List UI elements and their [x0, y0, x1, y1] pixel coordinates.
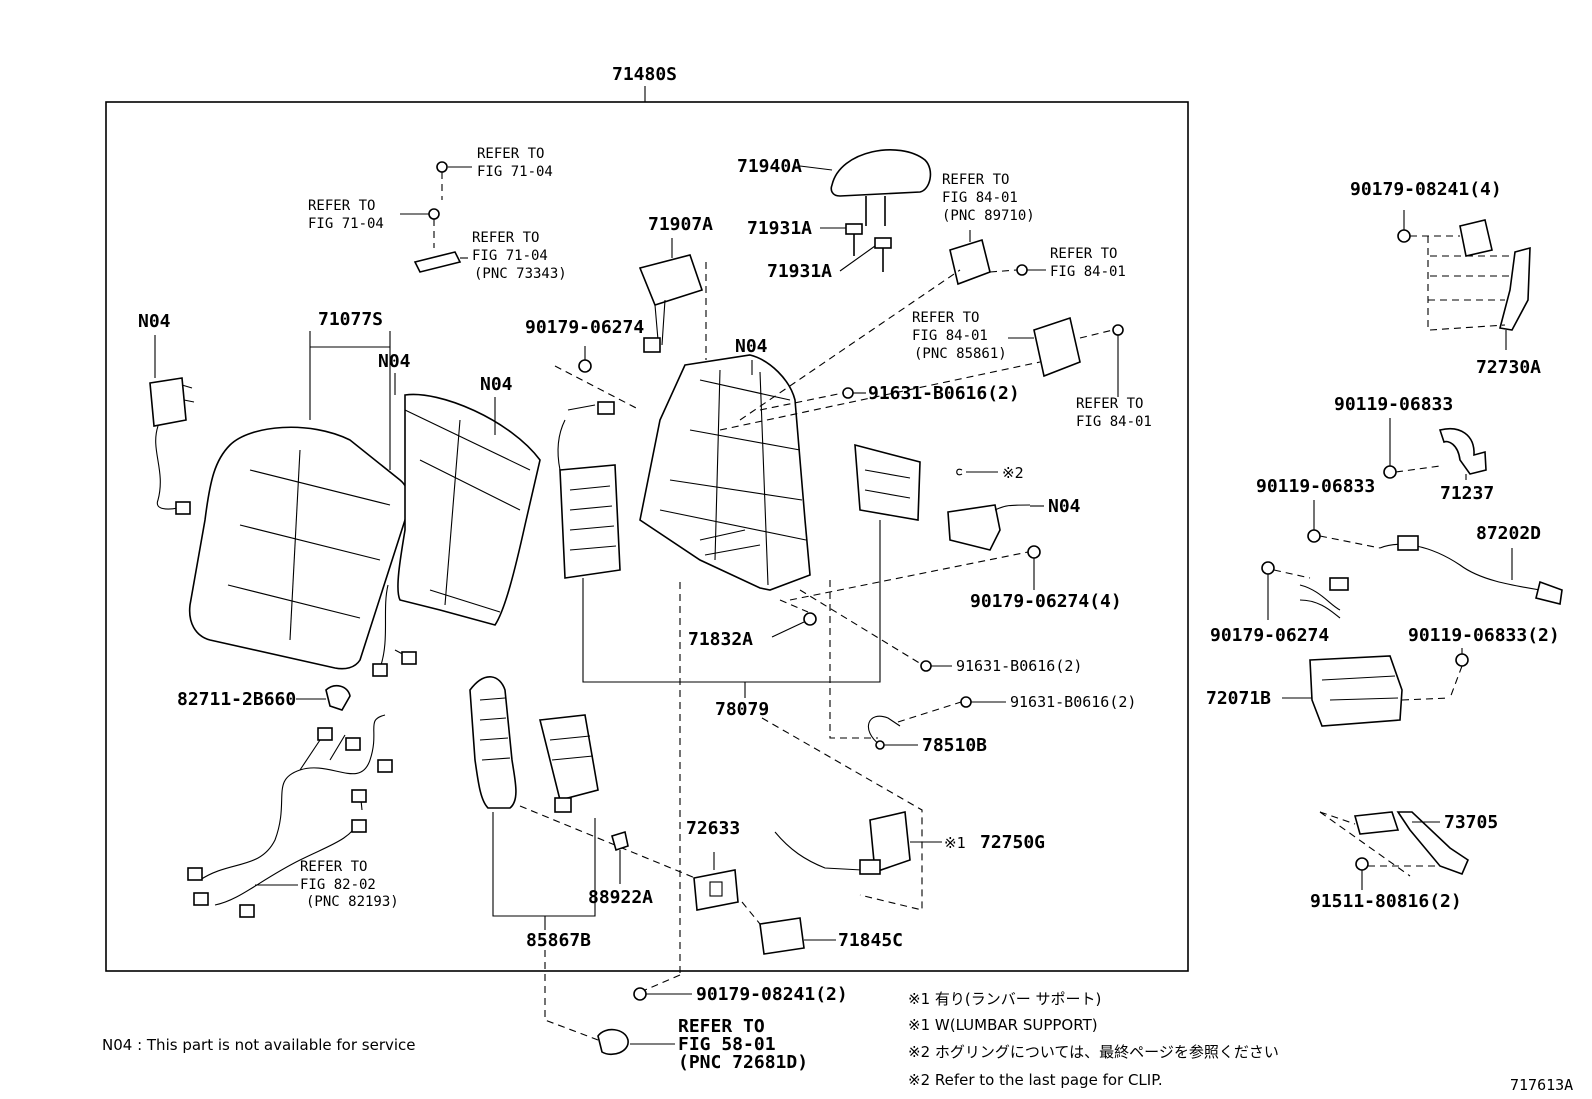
label-90119-06833-2: 90119-06833(2) — [1408, 625, 1560, 646]
label-71940A: 71940A — [737, 156, 802, 177]
label-82711-2B660: 82711-2B660 — [177, 689, 296, 710]
label-72730A: 72730A — [1476, 357, 1541, 378]
ecu-box-2 — [1033, 316, 1081, 378]
label-n04-3: N04 — [480, 374, 513, 395]
harness-85867B — [469, 676, 599, 813]
refer-84-01-c-fig: FIG 84-01 — [912, 328, 988, 344]
label-71845C: 71845C — [838, 930, 903, 951]
refer-84-01-a-pnc: (PNC 89710) — [942, 208, 1035, 224]
note-2-en: ※2 Refer to the last page for CLIP. — [908, 1071, 1163, 1089]
clip-mark-2: ※2 — [1002, 464, 1024, 482]
label-88922A: 88922A — [588, 887, 653, 908]
refer-58-01-head: REFER TO — [678, 1016, 765, 1037]
refer-84-01-a-fig: FIG 84-01 — [942, 190, 1018, 206]
label-90179-06274-4: 90179-06274(4) — [970, 591, 1122, 612]
lumbar-motor-72750G — [774, 811, 911, 875]
refer-82-02-head: REFER TO — [300, 859, 367, 875]
refer-71-04-b-fig: FIG 71-04 — [308, 216, 384, 232]
label-90179-06274-a: 90179-06274 — [525, 317, 644, 338]
refer-84-01-a-head: REFER TO — [942, 172, 1009, 188]
lock-71907A — [638, 254, 704, 353]
spring-assembly-right — [854, 443, 921, 521]
unit-72071B — [1309, 655, 1403, 727]
refer-71-04-c-head: REFER TO — [472, 230, 539, 246]
cable-78510B — [867, 715, 901, 750]
label-72633: 72633 — [686, 818, 740, 839]
module-n04-left — [149, 377, 195, 515]
label-91631-B0616-1: 91631-B0616(2) — [868, 383, 1020, 404]
note-n04-service: N04 : This part is not available for ser… — [102, 1036, 416, 1054]
label-91511-80816-2: 91511-80816(2) — [1310, 891, 1462, 912]
label-71480S: 71480S — [612, 64, 677, 85]
bracket-72730A — [1459, 219, 1531, 331]
label-71931A-1: 71931A — [747, 218, 812, 239]
refer-82-02-fig: FIG 82-02 — [300, 877, 376, 893]
label-85867B: 85867B — [526, 930, 591, 951]
ecu-box-1 — [949, 238, 991, 286]
refer-58-01-pnc: (PNC 72681D) — [678, 1052, 808, 1073]
refer-84-01-d-fig: FIG 84-01 — [1076, 414, 1152, 430]
refer-71-04-a-fig: FIG 71-04 — [477, 164, 553, 180]
seat-back-frame — [639, 354, 811, 591]
cable-87202D — [1379, 535, 1563, 605]
guide-71931A-1 — [845, 223, 863, 256]
label-n04-2: N04 — [378, 351, 411, 372]
spring-assembly-left — [557, 401, 621, 579]
part-71845C — [759, 917, 805, 955]
refer-71-04-b-head: REFER TO — [308, 198, 375, 214]
refer-84-01-b-head: REFER TO — [1050, 246, 1117, 262]
label-72750G: 72750G — [980, 832, 1045, 853]
seat-back-pad — [397, 393, 541, 626]
figure-code: 717613A — [1510, 1076, 1573, 1094]
label-90119-06833-b: 90119-06833 — [1256, 476, 1375, 497]
label-71931A-2: 71931A — [767, 261, 832, 282]
refer-84-01-d-head: REFER TO — [1076, 396, 1143, 412]
refer-84-01-c-head: REFER TO — [912, 310, 979, 326]
part-72633 — [693, 869, 739, 911]
refer-58-01-fig: FIG 58-01 — [678, 1034, 776, 1055]
refer-71-04-a-head: REFER TO — [477, 146, 544, 162]
motor-mark-1: ※1 — [944, 834, 966, 852]
part-82711-2B660 — [325, 684, 351, 711]
wire-harness — [187, 714, 393, 918]
headrest-71940A — [830, 149, 932, 226]
label-90179-08241-4: 90179-08241(4) — [1350, 179, 1502, 200]
label-90179-08241-2: 90179-08241(2) — [696, 984, 848, 1005]
label-n04-1: N04 — [138, 311, 171, 332]
seat-back-cover — [188, 426, 410, 670]
label-87202D: 87202D — [1476, 523, 1541, 544]
part-71237 — [1438, 428, 1487, 475]
label-72071B: 72071B — [1206, 688, 1271, 709]
refer-84-01-b-fig: FIG 84-01 — [1050, 264, 1126, 280]
label-71907A: 71907A — [648, 214, 713, 235]
label-90179-06274-b: 90179-06274 — [1210, 625, 1329, 646]
label-n04-4: N04 — [735, 336, 768, 357]
bracket-73705 — [1353, 811, 1469, 876]
refer-84-01-c-pnc: (PNC 85861) — [914, 346, 1007, 362]
refer-71-04-c-fig: FIG 71-04 — [472, 248, 548, 264]
label-78510B: 78510B — [922, 735, 987, 756]
refer-71-04-c-pnc: (PNC 73343) — [474, 266, 567, 282]
label-71077S: 71077S — [318, 309, 383, 330]
label-71237: 71237 — [1440, 483, 1494, 504]
module-n04-right — [947, 504, 1031, 551]
assembly-frame — [105, 101, 1189, 972]
part-connector-cluster — [1299, 577, 1349, 619]
label-n04-5: N04 — [1048, 496, 1081, 517]
refer-82-02-pnc: (PNC 82193) — [306, 894, 399, 910]
note-1-en: ※1 W(LUMBAR SUPPORT) — [908, 1016, 1098, 1034]
guide-71931A-2 — [874, 237, 892, 272]
label-91631-B0616-3: 91631-B0616(2) — [1010, 693, 1136, 711]
label-73705: 73705 — [1444, 812, 1498, 833]
label-71832A: 71832A — [688, 629, 753, 650]
label-91631-B0616-2: 91631-B0616(2) — [956, 657, 1082, 675]
note-2-jp: ※2 ホグリングについては、最終ページを参照ください — [908, 1043, 1279, 1061]
label-78079: 78079 — [715, 699, 769, 720]
label-90119-06833-a: 90119-06833 — [1334, 394, 1453, 415]
note-1-jp: ※1 有り(ランバー サポート) — [908, 990, 1101, 1008]
